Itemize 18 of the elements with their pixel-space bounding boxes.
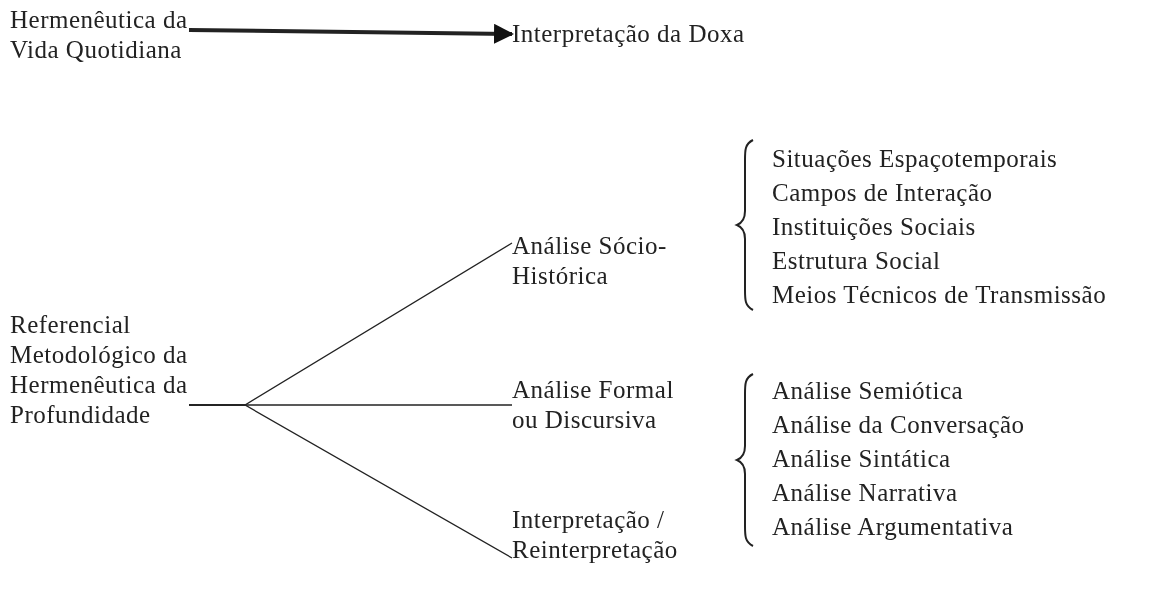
node-label: Interpretação / Reinterpretação xyxy=(512,505,679,565)
list-item: Análise Argumentativa xyxy=(772,512,1014,542)
node-label: Referencial Metodológico da Hermenêutica da Profundidade xyxy=(10,310,189,430)
node-label: Análise Formal ou Discursiva xyxy=(512,375,675,435)
arrow xyxy=(188,23,514,44)
list-item: Estrutura Social xyxy=(772,246,941,276)
list-item: Análise Narrativa xyxy=(772,478,958,508)
list-item: Análise Sintática xyxy=(772,444,951,474)
node-label: Análise Sócio-Histórica xyxy=(512,231,668,291)
list-item: Campos de Interação xyxy=(772,178,993,208)
list-item: Instituições Sociais xyxy=(772,212,976,242)
list-item: Meios Técnicos de Transmissão xyxy=(772,280,1107,310)
node-label: Hermenêutica da Vida Quotidiana xyxy=(10,5,189,65)
list-item: Análise da Conversação xyxy=(772,410,1025,440)
list-item: Situações Espaçotemporais xyxy=(772,144,1058,174)
connector-line xyxy=(188,404,513,559)
list-item: Análise Semiótica xyxy=(772,376,964,406)
node-label: Interpretação da Doxa xyxy=(512,19,746,49)
